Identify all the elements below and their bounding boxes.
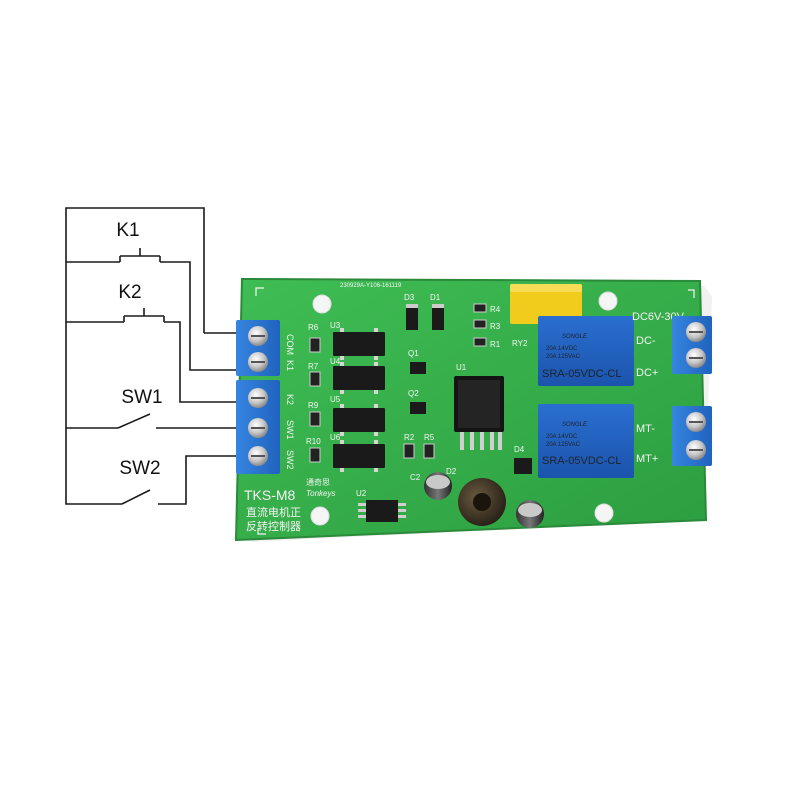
mounting-holes: [310, 291, 618, 526]
relay-1: SONGLE 20A 14VDC 20A 125VAC SRA-05VDC-CL: [538, 316, 634, 386]
terminal-label-dc-minus: DC-: [636, 335, 656, 347]
des-d1: D1: [430, 293, 441, 302]
des-u1: U1: [456, 363, 467, 372]
label-k2: K2: [118, 282, 141, 303]
terminal-label-mt-minus: MT-: [636, 423, 655, 435]
des-d4: D4: [514, 445, 525, 454]
regulator-u1: [454, 376, 504, 450]
des-d2: D2: [446, 467, 457, 476]
des-r5: R5: [424, 433, 435, 442]
des-d3: D3: [404, 293, 415, 302]
des-u5: U5: [330, 395, 341, 404]
terminal-label-k2: K2: [285, 394, 295, 405]
wiring-diagram: K1 K2 SW1 SW2: [65, 207, 240, 505]
des-r3: R3: [490, 322, 501, 331]
ic-u2: [358, 500, 406, 522]
terminal-label-com: COM: [285, 334, 295, 355]
terminal-label-mt-plus: MT+: [636, 453, 658, 465]
wire-k2-right: [164, 321, 240, 403]
board-voltage: DC6V-30V: [632, 311, 685, 323]
des-r7: R7: [308, 362, 319, 371]
wire-sw2-right: [158, 455, 240, 505]
des-r2: R2: [404, 433, 415, 442]
des-r10: R10: [306, 437, 321, 446]
des-q2: Q2: [408, 389, 419, 398]
diodes-top: [406, 304, 444, 330]
relay-1-model: SRA-05VDC-CL: [542, 368, 621, 380]
relay-1-brand: SONGLE: [562, 334, 588, 340]
relay-2-brand: SONGLE: [562, 422, 588, 428]
inductor: [458, 478, 506, 526]
des-u6: U6: [330, 433, 341, 442]
diode-d4: [514, 458, 532, 474]
wire-k1-right: [160, 261, 240, 371]
pcb-board: 230929A-Y106-161119: [234, 277, 712, 542]
des-q1: Q1: [408, 349, 419, 358]
terminal-block-left-top: [236, 320, 280, 376]
board-brand-cn: 通奇思: [306, 477, 330, 487]
relay-2-rating1: 20A 14VDC: [546, 434, 578, 440]
label-sw1: SW1: [121, 387, 162, 408]
label-k1: K1: [116, 220, 139, 241]
board-description-line1: 直流电机正: [246, 505, 301, 519]
board-description-line2: 反转控制器: [246, 519, 301, 533]
des-r9: R9: [308, 401, 319, 410]
transistors: [410, 362, 426, 414]
relay-2-model: SRA-05VDC-CL: [542, 455, 621, 467]
relay-2: SONGLE 20A 14VDC 20A 125VAC SRA-05VDC-CL: [538, 404, 634, 478]
des-u2: U2: [356, 489, 367, 498]
film-capacitor: [510, 284, 582, 324]
relay-1-rating1: 20A 14VDC: [546, 346, 578, 352]
des-ry2: RY2: [512, 339, 528, 348]
terminal-label-dc-plus: DC+: [636, 367, 658, 379]
des-c2: C2: [410, 473, 421, 482]
board-model: TKS-M8: [244, 487, 296, 503]
switch-sw1-blade: [117, 413, 151, 429]
terminal-label-k1: K1: [285, 360, 295, 371]
smd-resistors-left: [309, 337, 321, 463]
corner-marks: [255, 287, 695, 535]
des-r6: R6: [308, 323, 319, 332]
board-brand-en: Tonkeys: [306, 489, 336, 498]
des-u3: U3: [330, 321, 341, 330]
terminal-label-sw2: SW2: [285, 450, 295, 470]
relay-1-rating2: 20A 125VAC: [546, 354, 581, 360]
optocouplers: [333, 328, 385, 472]
terminal-block-motor: [672, 406, 712, 466]
capacitors: [424, 472, 544, 528]
wire-com-outer: [65, 207, 205, 505]
des-r4: R4: [490, 305, 501, 314]
terminal-block-left-bottom: [236, 380, 280, 474]
board-serial: 230929A-Y106-161119: [340, 283, 402, 289]
label-sw2: SW2: [119, 458, 160, 479]
des-u4: U4: [330, 357, 341, 366]
des-r1: R1: [490, 340, 501, 349]
switch-sw2-blade: [121, 489, 151, 505]
relay-2-rating2: 20A 125VAC: [546, 442, 581, 448]
smd-resistors-top-right: [403, 303, 487, 459]
terminal-label-sw1: SW1: [285, 420, 295, 440]
terminal-block-power: [672, 316, 712, 374]
